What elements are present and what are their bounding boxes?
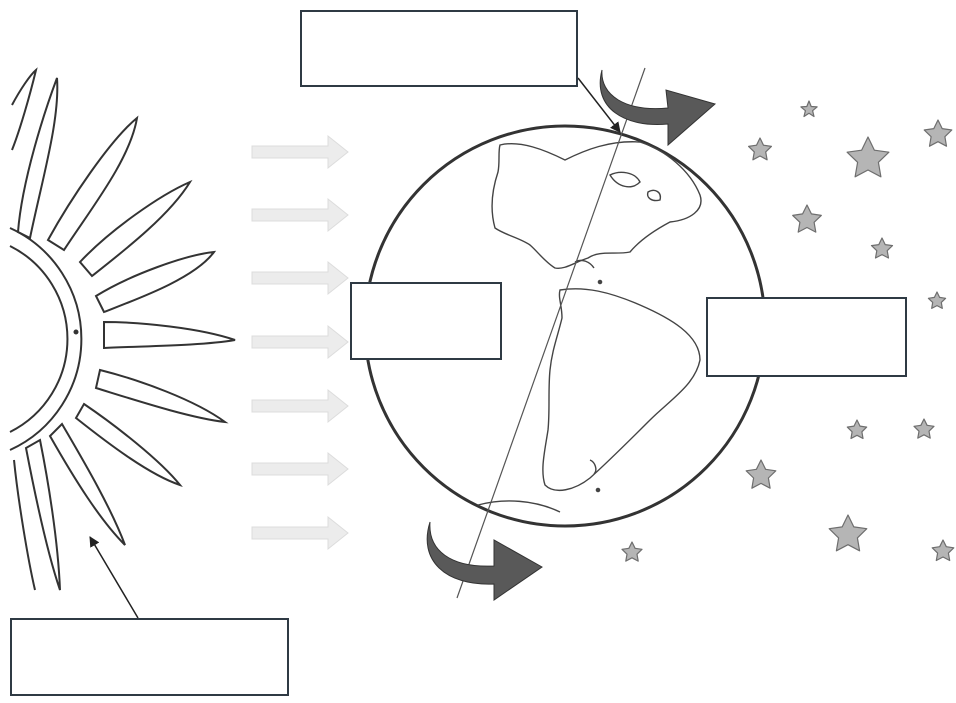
axis-pointer-line bbox=[577, 77, 621, 133]
star-icon bbox=[846, 136, 890, 178]
star-icon bbox=[913, 418, 935, 439]
stars bbox=[621, 100, 955, 562]
sun-icon bbox=[9, 67, 236, 591]
star-icon bbox=[792, 204, 822, 233]
light-ray-arrow-icon bbox=[251, 324, 349, 360]
light-ray-arrow-icon bbox=[251, 388, 349, 424]
star-icon bbox=[931, 539, 955, 562]
star-icon bbox=[870, 237, 894, 259]
star-icon bbox=[745, 459, 777, 489]
rotation-arrow-icon bbox=[599, 69, 717, 147]
star-icon bbox=[923, 119, 953, 147]
light-ray-arrow-icon bbox=[251, 197, 349, 233]
sun-pointer-line bbox=[89, 536, 139, 619]
rotation-arrow-icon bbox=[426, 521, 543, 601]
star-icon bbox=[846, 419, 868, 440]
star-icon bbox=[927, 291, 947, 309]
star-icon bbox=[800, 100, 818, 118]
light-ray-arrow-icon bbox=[251, 260, 349, 296]
star-icon bbox=[828, 514, 868, 552]
night-side-label-box[interactable] bbox=[706, 297, 907, 377]
sun-label-box[interactable] bbox=[10, 618, 289, 696]
day-side-label-box[interactable] bbox=[350, 282, 502, 360]
rotation-arrows bbox=[426, 69, 717, 601]
star-icon bbox=[747, 137, 773, 161]
light-ray-arrow-icon bbox=[251, 134, 349, 170]
earth-axis-line bbox=[456, 67, 646, 599]
light-ray-arrows bbox=[251, 134, 349, 551]
light-ray-arrow-icon bbox=[251, 515, 349, 551]
star-icon bbox=[621, 541, 643, 562]
light-ray-arrow-icon bbox=[251, 451, 349, 487]
axis-label-box[interactable] bbox=[300, 10, 578, 87]
